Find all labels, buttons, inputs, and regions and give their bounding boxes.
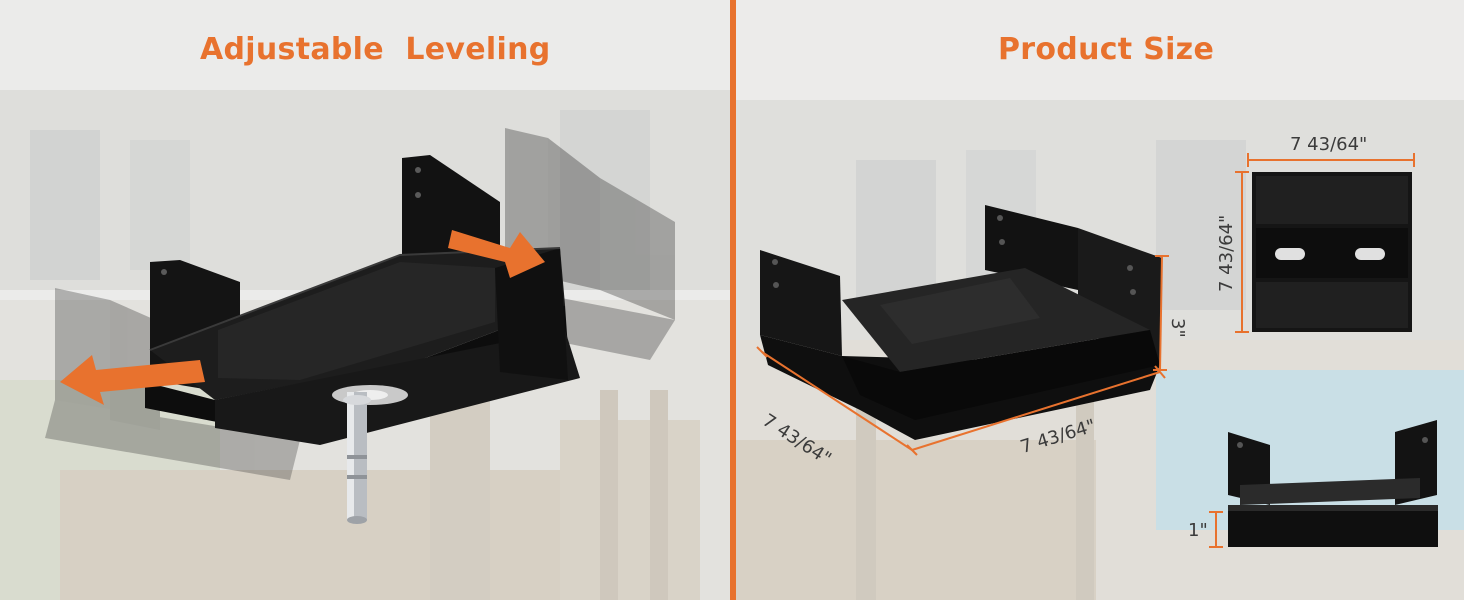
top-view-height-label: 7 43/64": [1216, 214, 1237, 292]
side-view-height-label: 1": [1188, 520, 1208, 541]
product-side-view: [1228, 420, 1438, 547]
left-panel-title: Adjustable Leveling: [200, 32, 551, 67]
anchor-bolt: [343, 392, 371, 524]
adjustment-arrows: [60, 230, 545, 405]
depth-dimension-line: [761, 351, 913, 451]
panel-divider: [730, 0, 736, 600]
dimension-lines-3d: [756, 255, 1169, 456]
adjustable-bracket: [145, 155, 580, 445]
dimension-lines-side-view: [1209, 511, 1223, 548]
ghost-bracket-back: [500, 128, 675, 360]
main-height-label: 3": [1167, 318, 1188, 338]
top-view-width-label: 7 43/64": [1290, 134, 1368, 155]
height-dimension-line: [1159, 255, 1163, 371]
product-3d-view: [760, 205, 1162, 440]
product-top-view: [1252, 172, 1412, 332]
right-panel-title: Product Size: [998, 32, 1215, 67]
dimension-lines-top-view: [1235, 153, 1415, 333]
width-dimension-line: [911, 371, 1161, 451]
